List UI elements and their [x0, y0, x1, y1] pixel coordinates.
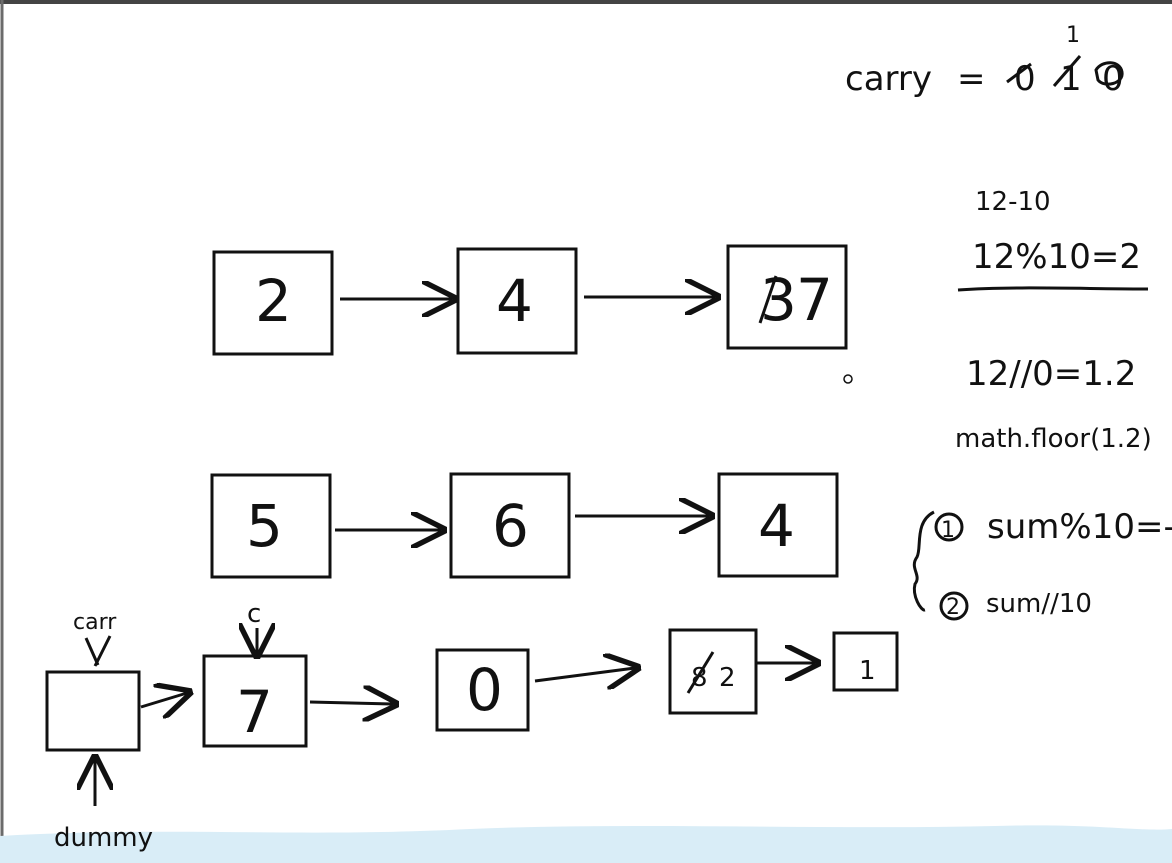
list1-node-2 — [456, 247, 578, 355]
step-1-circle — [934, 512, 964, 542]
carry-strike-0 — [1006, 62, 1032, 84]
list2-node-1-value: 5 — [246, 492, 283, 560]
list1-node-1-value: 2 — [255, 267, 292, 335]
note-line-4: math.floor(1.2) — [955, 424, 1152, 454]
carry-value-1: 1 — [1060, 59, 1082, 99]
note-line-3: 12//0=1.2 — [966, 354, 1136, 394]
step-1-marker: 1 — [941, 518, 955, 543]
cursor-dot-icon — [843, 374, 853, 384]
list2-node-3 — [717, 472, 839, 578]
brace-icon — [912, 510, 935, 612]
step-1-text: sum%10=- — [987, 507, 1172, 547]
result-node-2-value: 0 — [466, 656, 503, 724]
step-2-circle — [939, 591, 969, 621]
step-2-text: sum//10 — [986, 589, 1092, 619]
carry-equals: = — [957, 59, 986, 99]
note-divider — [957, 286, 1149, 292]
result-node-2 — [435, 648, 530, 732]
list1-node-1 — [212, 250, 334, 356]
carry-pointer-x-icon — [84, 635, 112, 667]
result-arrow-3 — [534, 668, 635, 681]
result-arrow-2 — [309, 702, 393, 704]
list2-node-3-value: 4 — [758, 492, 795, 560]
water-strip — [0, 825, 1172, 863]
linked-list-1: 2 4 3 7 — [212, 244, 848, 356]
linked-list-2: 5 6 4 — [210, 472, 839, 579]
result-list: carr c dummy 7 0 8 2 1 — [45, 599, 899, 853]
dummy-node — [45, 670, 141, 752]
carry-value-2: 0 — [1102, 59, 1124, 99]
note-line-1: 12-10 — [975, 187, 1051, 217]
note-line-2: 12%10=2 — [972, 237, 1141, 277]
current-pointer-label: c — [247, 599, 261, 629]
result-node-4-value: 1 — [859, 656, 876, 686]
list2-node-2-value: 6 — [492, 492, 529, 560]
list1-node-3-old-value: 3 — [760, 266, 797, 334]
carry-expression: carry = 0 1 0 1 — [845, 23, 1124, 99]
list1-node-3 — [726, 244, 848, 350]
result-node-4 — [832, 631, 899, 692]
result-node-1-value: 7 — [236, 678, 273, 746]
carry-note-above: 1 — [1066, 23, 1080, 48]
list2-node-1 — [210, 473, 332, 579]
step-2-marker: 2 — [946, 595, 960, 620]
list1-node-3-new-value: 7 — [796, 266, 833, 334]
result-node-3 — [668, 628, 758, 715]
result-arrow-1 — [140, 693, 187, 707]
carry-pointer-label: carr — [73, 610, 117, 635]
list2-node-2 — [449, 472, 571, 579]
carry-label: carry — [845, 59, 932, 99]
notes-panel: 12-10 12%10=2 12//0=1.2 math.floor(1.2) … — [912, 187, 1172, 621]
result-node-1 — [202, 654, 308, 748]
dummy-label: dummy — [54, 823, 153, 853]
list1-node-2-value: 4 — [496, 267, 533, 335]
carry-scribble — [1094, 61, 1124, 86]
result-node-3-strike — [686, 651, 715, 694]
result-node-3-new-value: 2 — [719, 663, 736, 693]
carry-strike-1 — [1052, 55, 1082, 87]
list1-node-3-strike — [758, 275, 778, 324]
carry-value-0: 0 — [1014, 59, 1036, 99]
